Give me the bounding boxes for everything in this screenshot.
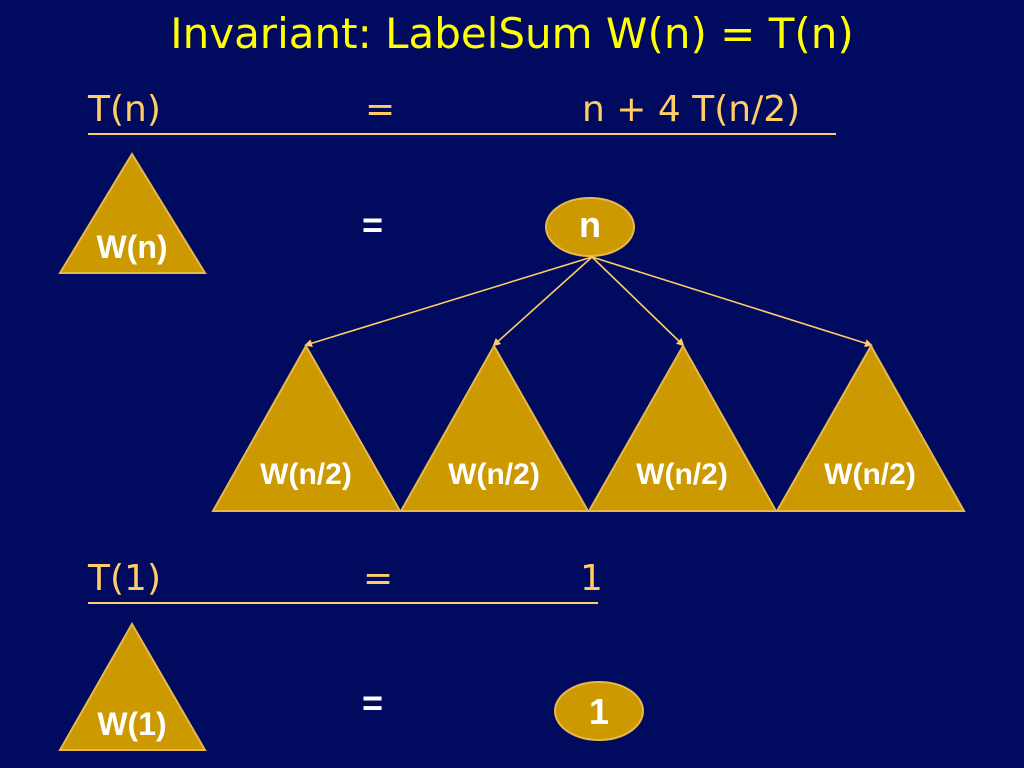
edge-child-4 bbox=[591, 256, 873, 348]
root-node: n bbox=[545, 197, 635, 257]
child-label-3: W(n/2) bbox=[636, 458, 728, 491]
child-triangle-4: W(n/2) bbox=[775, 343, 966, 512]
base-case-equals: = bbox=[363, 558, 394, 599]
base-case-lhs: T(1) bbox=[88, 558, 161, 599]
tree-edges bbox=[304, 256, 873, 348]
w-1-triangle: W(1) bbox=[58, 621, 207, 751]
child-label-2: W(n/2) bbox=[448, 458, 540, 491]
w-n-label: W(n) bbox=[96, 229, 167, 265]
edge-child-2 bbox=[492, 256, 593, 347]
edge-child-3 bbox=[591, 256, 685, 347]
child-triangle-2: W(n/2) bbox=[399, 343, 590, 512]
w-1-label: W(1) bbox=[97, 706, 166, 742]
base-node: 1 bbox=[554, 681, 644, 741]
child-triangle-1: W(n/2) bbox=[211, 343, 402, 512]
base-case-rhs: 1 bbox=[580, 558, 603, 599]
base-node-label: 1 bbox=[589, 691, 609, 732]
root-node-label: n bbox=[579, 204, 601, 245]
child-triangle-3: W(n/2) bbox=[587, 343, 778, 512]
recurrence-lhs: T(n) bbox=[88, 89, 161, 130]
child-label-1: W(n/2) bbox=[260, 458, 352, 491]
tree-equals-sign: = bbox=[362, 204, 384, 245]
base-case-underline bbox=[88, 602, 598, 604]
slide-title: Invariant: LabelSum W(n) = T(n) bbox=[170, 9, 854, 58]
recurrence-rhs: n + 4 T(n/2) bbox=[582, 89, 801, 130]
base-equals-sign: = bbox=[362, 682, 384, 723]
w-n-triangle: W(n) bbox=[58, 152, 207, 274]
child-label-4: W(n/2) bbox=[824, 458, 916, 491]
recurrence-equals: = bbox=[365, 89, 396, 130]
recurrence-underline bbox=[88, 133, 836, 135]
edge-child-1 bbox=[304, 256, 593, 348]
